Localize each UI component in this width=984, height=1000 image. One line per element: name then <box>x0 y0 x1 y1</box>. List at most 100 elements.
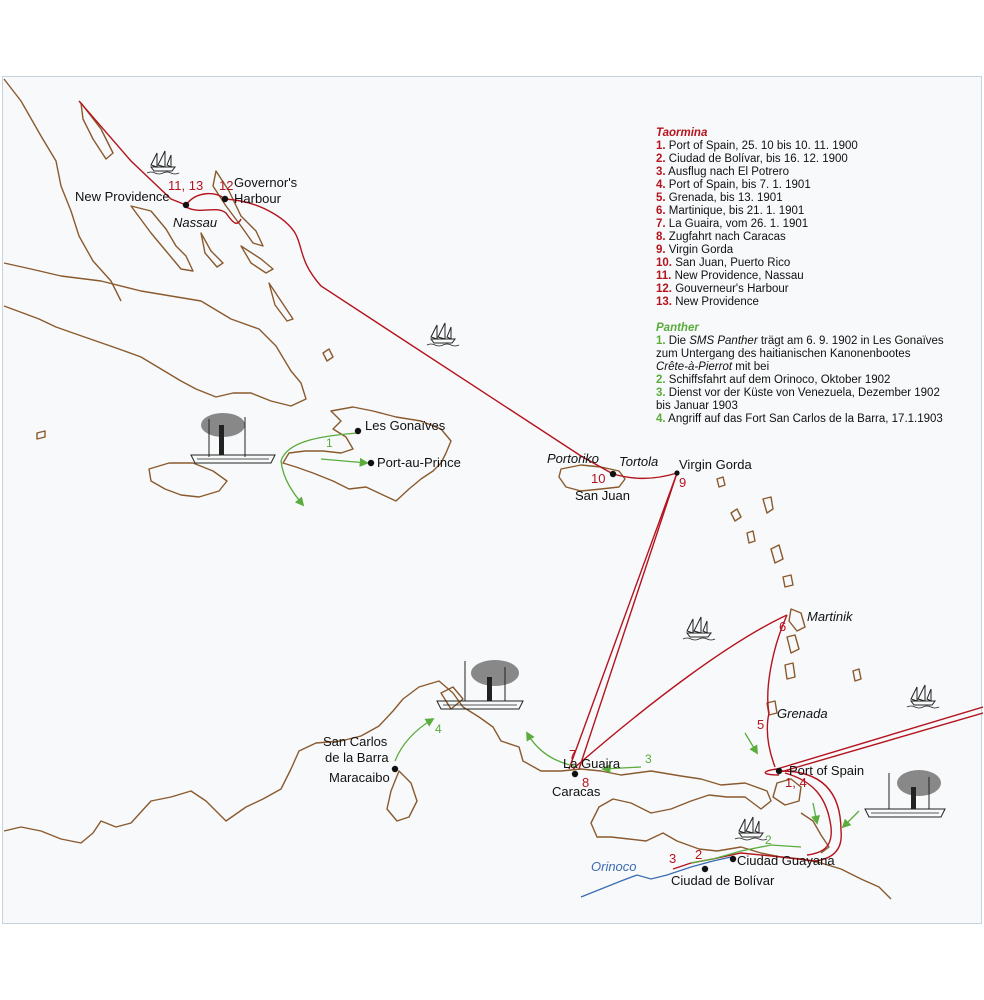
legend-item: 4. Port of Spain, bis 7. 1. 1901 <box>656 179 811 191</box>
legend-item: 2. Schiffsfahrt auf dem Orinoco, Oktober… <box>656 374 891 386</box>
delta-coast <box>800 812 830 854</box>
bahamas-abaco <box>80 102 114 160</box>
route-nassau-loop <box>185 206 242 224</box>
label-caracas: Caracas <box>552 784 601 799</box>
legend-title-taormina: Taormina <box>656 127 708 139</box>
legend: Taormina 1. Port of Spain, 25. 10 bis 10… <box>656 127 982 426</box>
label-nassau: Nassau <box>173 215 217 230</box>
legend-item: 4. Angriff auf das Fort San Carlos de la… <box>656 413 943 425</box>
route-number-3: 3 <box>669 851 676 866</box>
island-7 <box>770 544 784 564</box>
island-5 <box>762 496 774 514</box>
route-florida-nassau <box>78 100 187 206</box>
maracaibo-dot <box>391 765 399 773</box>
route-portofspain-atlantic-2 <box>776 712 983 774</box>
sailing-ship-icon <box>146 150 180 175</box>
island-2 <box>36 430 46 440</box>
bahamas-exuma <box>200 232 224 268</box>
steamship-icon <box>864 770 946 818</box>
legend-item-cont: zum Untergang des haitianischen Kanonenb… <box>656 348 911 360</box>
legend-item: 9. Virgin Gorda <box>656 244 734 256</box>
island-4 <box>730 508 742 522</box>
orinoco-river <box>580 856 732 898</box>
route-orinoco-2 <box>784 772 832 856</box>
governors-harbour-dot <box>221 195 229 203</box>
legend-item: 6. Martinique, bis 21. 1. 1901 <box>656 205 805 217</box>
route-number-9: 9 <box>679 475 686 490</box>
place-labels: New Providence Nassau Governor's Harbour… <box>75 175 864 888</box>
legend-taormina-list: 1. Port of Spain, 25. 10 bis 10. 11. 190… <box>656 140 982 309</box>
steamship-icon <box>436 660 524 710</box>
panther-route-numbers: 1 2 3 4 <box>326 436 772 847</box>
legend-item-cont: bis Januar 1903 <box>656 400 738 412</box>
label-ciudad-guayana: Ciudad Guayana <box>737 853 835 868</box>
label-ciudad-bolivar: Ciudad de Bolívar <box>671 873 775 888</box>
label-san-juan: San Juan <box>575 488 630 503</box>
legend-item: 7. La Guaira, vom 26. 1. 1901 <box>656 218 809 230</box>
sailing-ship-icon <box>734 816 768 841</box>
puerto-rico-coast <box>558 464 626 492</box>
les-gonaives-dot <box>354 427 362 435</box>
bahamas-andros <box>130 205 194 272</box>
route-portofspain-orinoco <box>672 770 842 870</box>
florida-coast <box>3 78 122 302</box>
panther-san-carlos <box>394 718 435 762</box>
island-10 <box>784 662 796 680</box>
legend-title-panther: Panther <box>656 322 699 334</box>
route-number-7: 7 <box>569 747 576 762</box>
legend-item: 2. Ciudad de Bolívar, bis 16. 12. 1900 <box>656 153 848 165</box>
south-america-coast <box>3 680 892 900</box>
island-6 <box>746 530 756 544</box>
label-martinik: Martinik <box>807 609 854 624</box>
bahamas-cat <box>240 245 274 274</box>
trinidad-island <box>772 778 802 806</box>
panther-number-2: 2 <box>765 833 772 847</box>
ciudad-guayana-dot <box>729 855 737 863</box>
panther-east-laguaira <box>601 764 642 774</box>
paraguana <box>440 686 464 710</box>
label-grenada: Grenada <box>777 706 828 721</box>
label-la-guaira: La Guaira <box>563 756 621 771</box>
legend-item: 3. Dienst vor der Küste von Venezuela, D… <box>656 387 940 399</box>
jamaica-coast <box>148 462 228 498</box>
route-number-11-13: 11, 13 <box>168 178 203 193</box>
label-new-providence: New Providence <box>75 189 170 204</box>
taormina-route <box>78 100 983 870</box>
island-3 <box>716 476 726 488</box>
route-number-6: 6 <box>779 619 786 634</box>
virgin-gorda-dot <box>674 470 680 476</box>
island-11 <box>852 668 862 682</box>
island-9 <box>786 634 800 654</box>
legend-item: 1. Die SMS Panther trägt am 6. 9. 1902 i… <box>656 335 944 347</box>
route-martinique-grenada <box>767 614 788 714</box>
map-frame: New Providence Nassau Governor's Harbour… <box>2 76 983 924</box>
cuba-coast <box>3 262 307 407</box>
panther-laguaira-west <box>526 731 578 768</box>
legend-item: 10. San Juan, Puerto Rico <box>656 257 791 269</box>
legend-item: 13. New Providence <box>656 296 759 308</box>
panther-number-1: 1 <box>326 436 333 450</box>
maracaibo-lake <box>386 770 418 822</box>
sailing-ship-icon <box>682 616 716 641</box>
legend-item: 11. New Providence, Nassau <box>656 270 804 282</box>
legend-item: 3. Ausflug nach El Potrero <box>656 166 789 178</box>
label-san-carlos-2: de la Barra <box>325 750 389 765</box>
route-atlantic-portofspain <box>776 706 983 770</box>
panther-gonaives-arrow <box>280 432 358 507</box>
taormina-route-numbers: 11, 13 12 10 9 6 5 7 8 1, 4 3 2 <box>168 178 807 866</box>
new-providence-dot <box>182 201 190 209</box>
route-portofspain-loop <box>764 768 780 776</box>
san-juan-dot <box>609 470 617 478</box>
route-number-1-4: 1, 4 <box>785 775 807 790</box>
sailing-ship-icon <box>426 322 460 347</box>
legend-item: 12. Gouverneur's Harbour <box>656 283 789 295</box>
route-sanjuan-virgingorda <box>612 472 678 480</box>
route-number-2: 2 <box>695 847 702 862</box>
island-8 <box>782 574 794 588</box>
panther-trinidad-north <box>744 732 758 755</box>
steamship-icon <box>190 413 276 464</box>
legend-item: 8. Zugfahrt nach Caracas <box>656 231 786 243</box>
panther-orinoco <box>690 844 802 864</box>
label-port-au-prince: Port-au-Prince <box>377 455 461 470</box>
label-tortola: Tortola <box>619 454 658 469</box>
